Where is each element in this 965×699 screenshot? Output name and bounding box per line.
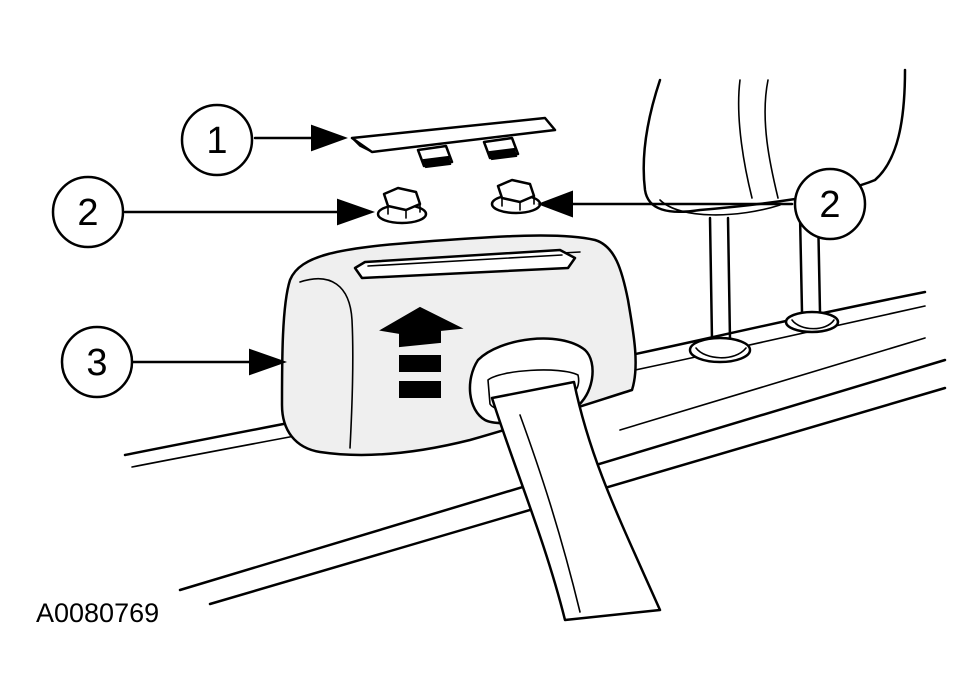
callout-1-label: 1 [206, 120, 227, 162]
callout-2-left: 2 [51, 175, 125, 249]
nut-left [376, 186, 428, 225]
seat-belt-webbing [468, 337, 662, 622]
callout-3: 3 [60, 325, 134, 399]
trim-cap [350, 116, 557, 169]
callout-2-right: 2 [793, 167, 867, 241]
figure-id: A0080769 [36, 598, 159, 628]
leader-lines [123, 124, 794, 376]
nut-right [490, 178, 542, 215]
callout-3-label: 3 [86, 342, 107, 384]
arrow-bar-1 [399, 355, 441, 372]
up-arrow-icon [379, 306, 464, 348]
callout-2-right-label: 2 [819, 184, 840, 226]
arrow-bar-2 [399, 381, 441, 398]
headrest [642, 68, 907, 364]
callout-2-left-label: 2 [77, 192, 98, 234]
callout-1: 1 [180, 103, 254, 177]
